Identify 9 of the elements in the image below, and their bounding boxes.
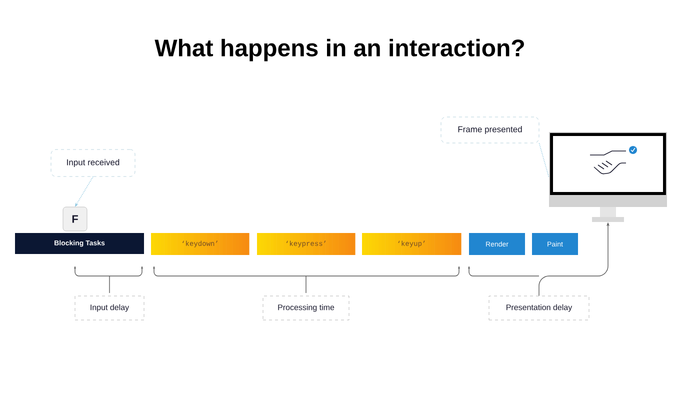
keyboard-key: F [62,206,88,232]
phase-label: Presentation delay [488,296,590,320]
leader-line [538,142,550,178]
phase-label: Processing time [262,296,350,320]
phase-label: Input delay [74,296,144,320]
title: What happens in an interaction? [154,38,524,62]
callout-bubble: Input received [50,149,136,177]
callout-bubble: Frame presented [440,116,540,144]
monitor-drawing [549,132,667,222]
